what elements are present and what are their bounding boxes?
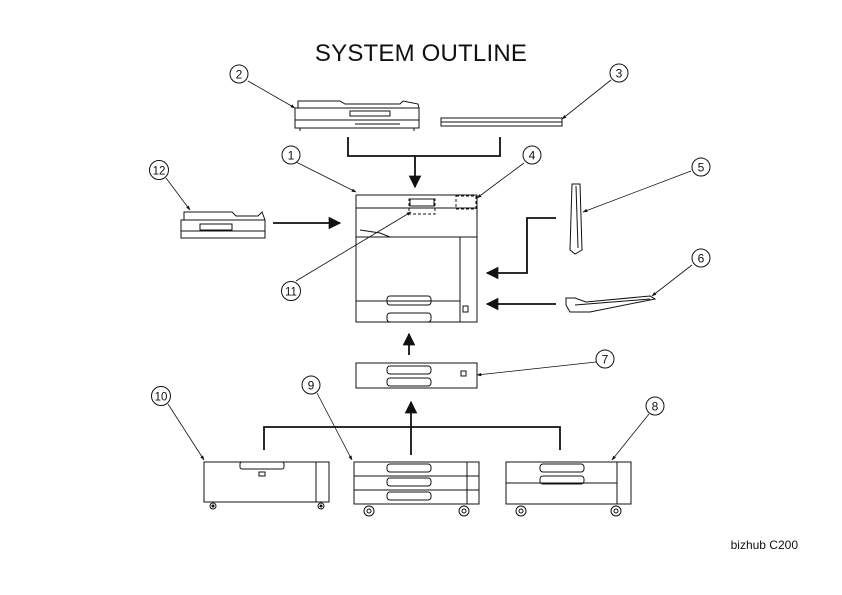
callout-leaders xyxy=(165,79,693,461)
callout-6: 6 xyxy=(691,248,711,268)
internal-kit-part xyxy=(408,198,436,215)
callout-9: 9 xyxy=(301,375,321,395)
svg-text:7: 7 xyxy=(602,353,609,367)
paper-cabinet-2tray-unit xyxy=(505,461,632,517)
svg-text:9: 9 xyxy=(308,379,315,393)
callout-2: 2 xyxy=(229,64,249,84)
svg-text:2: 2 xyxy=(236,68,243,82)
callout-1: 1 xyxy=(281,145,301,165)
original-cover-unit xyxy=(440,117,563,127)
svg-text:12: 12 xyxy=(153,166,166,178)
paper-feed-unit xyxy=(355,362,478,389)
callout-11: 11 xyxy=(281,281,301,301)
svg-text:11: 11 xyxy=(285,287,297,299)
callout-8: 8 xyxy=(645,396,665,416)
svg-text:10: 10 xyxy=(155,392,168,404)
callout-7: 7 xyxy=(595,349,615,369)
callout-4: 4 xyxy=(522,145,542,165)
callout-3: 3 xyxy=(609,63,629,83)
desk-cabinet-unit xyxy=(203,461,330,510)
interface-kit-part xyxy=(455,195,477,210)
callout-12: 12 xyxy=(149,160,169,180)
document-feeder-unit xyxy=(294,100,420,131)
callout-10: 10 xyxy=(151,386,171,406)
paper-cabinet-3tray-unit xyxy=(353,461,480,517)
page-title: SYSTEM OUTLINE xyxy=(314,40,528,67)
main-body-unit xyxy=(355,194,478,323)
exit-tray-unit xyxy=(565,295,657,313)
svg-text:3: 3 xyxy=(616,67,623,81)
svg-text:8: 8 xyxy=(652,400,659,414)
bottom-connector xyxy=(263,400,561,455)
side-unit xyxy=(569,183,583,255)
svg-text:4: 4 xyxy=(529,149,536,163)
top-connector xyxy=(347,137,501,189)
svg-text:1: 1 xyxy=(288,149,295,163)
side-unit-arrow xyxy=(485,217,556,280)
callout-5: 5 xyxy=(691,157,711,177)
model-name: bizhub C200 xyxy=(730,538,798,552)
svg-text:5: 5 xyxy=(698,161,705,175)
document-feeder-alt-unit xyxy=(180,211,266,239)
svg-text:6: 6 xyxy=(698,252,705,266)
